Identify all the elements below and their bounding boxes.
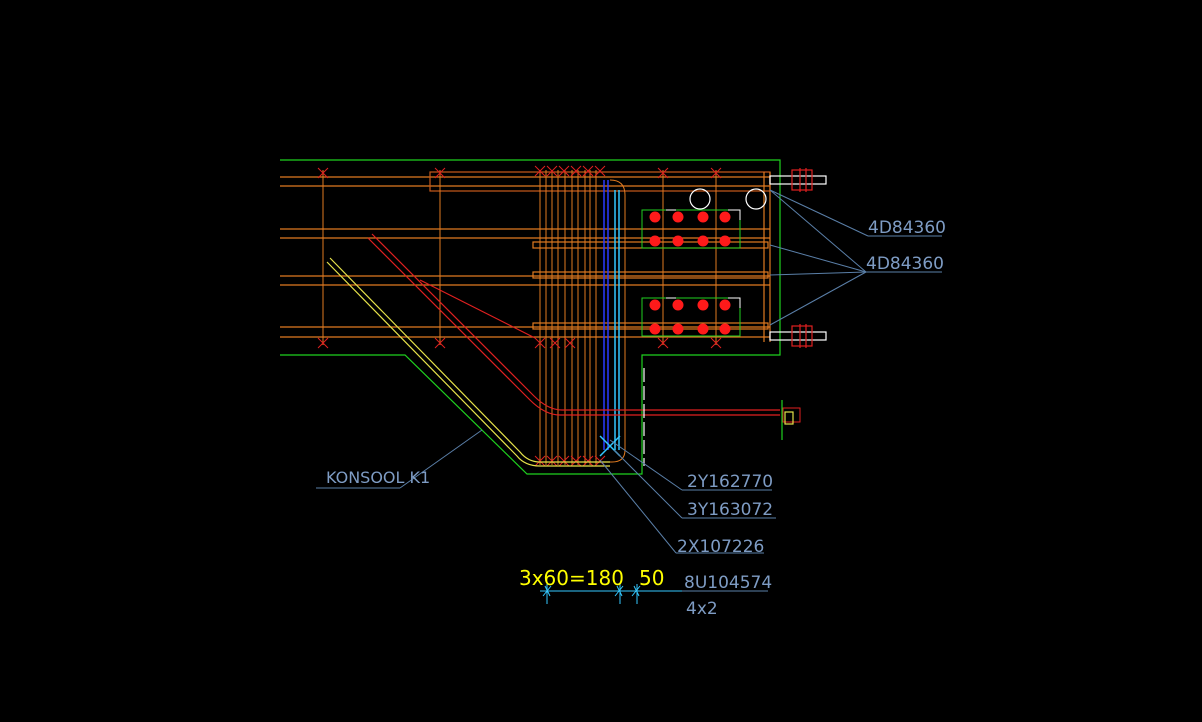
longitudinal-bars — [280, 171, 771, 342]
main-bar-cage-hooks — [666, 209, 741, 308]
dimension-spacing: 3x60=180 — [519, 566, 624, 590]
label-main-bars-bottom: 4D84360 — [866, 254, 944, 274]
vertical-blue-bars — [599, 180, 621, 457]
main-bar-cages — [641, 209, 741, 337]
label-stirrup-y2: 3Y163072 — [687, 500, 773, 520]
label-stirrup-x: 2X107226 — [677, 537, 764, 557]
anchor-top — [769, 168, 827, 192]
anchor-bottom — [769, 324, 827, 348]
main-bars — [649, 211, 731, 335]
dimension-line — [540, 584, 682, 604]
label-stirrup-y1: 2Y162770 — [687, 472, 773, 492]
leader-lines — [316, 189, 942, 592]
bent-bars — [326, 233, 801, 467]
label-bar-u: 8U104574 — [684, 573, 772, 593]
duct-circles — [689, 188, 767, 210]
dimension-edge: 50 — [639, 566, 664, 590]
label-bar-u-count: 4x2 — [686, 599, 718, 619]
label-main-bars-top: 4D84360 — [868, 218, 946, 238]
label-konsool: KONSOOL K1 — [326, 468, 430, 487]
anchor-side — [643, 368, 794, 466]
stirrup-markers — [317, 165, 722, 467]
